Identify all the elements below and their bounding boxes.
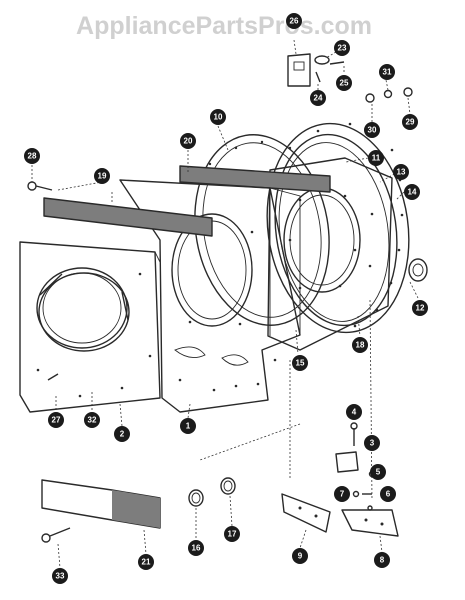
callout-9[interactable]: 9 bbox=[292, 548, 308, 564]
watermark-text: AppliancePartsPros.com bbox=[76, 12, 372, 40]
callout-23[interactable]: 23 bbox=[334, 40, 350, 56]
callout-33[interactable]: 33 bbox=[52, 568, 68, 584]
part-32-door-ring bbox=[38, 272, 130, 352]
part-28-screw bbox=[27, 181, 53, 191]
svg-text:32: 32 bbox=[88, 416, 97, 425]
svg-text:21: 21 bbox=[142, 558, 151, 567]
callout-5[interactable]: 5 bbox=[370, 464, 386, 480]
callout-20[interactable]: 20 bbox=[180, 133, 196, 149]
svg-text:24: 24 bbox=[314, 94, 323, 103]
part-1-front-panel bbox=[119, 179, 301, 413]
callout-19[interactable]: 19 bbox=[94, 168, 110, 184]
svg-text:18: 18 bbox=[356, 341, 365, 350]
callout-2[interactable]: 2 bbox=[114, 426, 130, 442]
part-3-bracket bbox=[335, 451, 359, 473]
callouts: 26 23 25 24 31 30 29 10 20 11 13 14 28 1… bbox=[24, 13, 428, 584]
svg-text:26: 26 bbox=[290, 17, 299, 26]
callout-29[interactable]: 29 bbox=[402, 114, 418, 130]
callout-4[interactable]: 4 bbox=[346, 404, 362, 420]
callout-3[interactable]: 3 bbox=[364, 435, 380, 451]
callout-13[interactable]: 13 bbox=[393, 164, 409, 180]
svg-text:10: 10 bbox=[214, 113, 223, 122]
callout-7[interactable]: 7 bbox=[334, 486, 350, 502]
callout-30[interactable]: 30 bbox=[364, 122, 380, 138]
callout-12[interactable]: 12 bbox=[412, 300, 428, 316]
callout-25[interactable]: 25 bbox=[336, 75, 352, 91]
part-26-bracket bbox=[287, 53, 345, 87]
callout-21[interactable]: 21 bbox=[138, 554, 154, 570]
svg-text:9: 9 bbox=[298, 552, 303, 561]
svg-text:14: 14 bbox=[408, 188, 417, 197]
callout-27[interactable]: 27 bbox=[48, 412, 64, 428]
svg-text:15: 15 bbox=[296, 359, 305, 368]
callout-28[interactable]: 28 bbox=[24, 148, 40, 164]
part-10-bulkhead-ring bbox=[194, 134, 330, 326]
part-17-bushing bbox=[220, 477, 236, 495]
callout-16[interactable]: 16 bbox=[188, 540, 204, 556]
part-21-foam-block bbox=[41, 479, 161, 529]
svg-text:31: 31 bbox=[383, 68, 392, 77]
part-16-bushing bbox=[188, 489, 204, 507]
svg-text:30: 30 bbox=[368, 126, 377, 135]
svg-text:27: 27 bbox=[52, 416, 61, 425]
svg-text:13: 13 bbox=[397, 168, 406, 177]
callout-31[interactable]: 31 bbox=[379, 64, 395, 80]
part-2-outer-panel bbox=[19, 241, 161, 413]
svg-text:5: 5 bbox=[376, 468, 381, 477]
svg-text:4: 4 bbox=[352, 408, 357, 417]
callout-8[interactable]: 8 bbox=[374, 552, 390, 568]
callout-6[interactable]: 6 bbox=[380, 486, 396, 502]
svg-text:1: 1 bbox=[186, 422, 191, 431]
callout-17[interactable]: 17 bbox=[224, 526, 240, 542]
svg-text:28: 28 bbox=[28, 152, 37, 161]
svg-text:33: 33 bbox=[56, 572, 65, 581]
callout-26[interactable]: 26 bbox=[286, 13, 302, 29]
callout-11[interactable]: 11 bbox=[368, 150, 384, 166]
part-5-6-7-hardware bbox=[352, 470, 376, 511]
svg-text:2: 2 bbox=[120, 430, 125, 439]
part-30-31-29-fasteners bbox=[365, 87, 413, 103]
part-14-rear-ring bbox=[266, 122, 410, 334]
svg-text:7: 7 bbox=[340, 490, 345, 499]
svg-text:20: 20 bbox=[184, 137, 193, 146]
svg-text:11: 11 bbox=[372, 154, 381, 163]
part-9-hinge-bracket bbox=[281, 493, 331, 533]
part-33-screw bbox=[41, 527, 71, 543]
callout-14[interactable]: 14 bbox=[404, 184, 420, 200]
callout-18[interactable]: 18 bbox=[352, 337, 368, 353]
part-19-foam-bar bbox=[43, 197, 213, 237]
part-8-hinge-bracket bbox=[341, 509, 399, 537]
svg-text:29: 29 bbox=[406, 118, 415, 127]
part-20-foam-strip bbox=[179, 165, 331, 193]
svg-text:3: 3 bbox=[370, 439, 375, 448]
svg-text:12: 12 bbox=[416, 304, 425, 313]
callout-24[interactable]: 24 bbox=[310, 90, 326, 106]
callout-10[interactable]: 10 bbox=[210, 109, 226, 125]
leader-lines bbox=[31, 39, 419, 569]
svg-text:19: 19 bbox=[98, 172, 107, 181]
part-4-screw bbox=[350, 422, 358, 446]
part-27-screw bbox=[47, 373, 59, 381]
callout-15[interactable]: 15 bbox=[292, 355, 308, 371]
svg-text:16: 16 bbox=[192, 544, 201, 553]
svg-text:8: 8 bbox=[380, 556, 385, 565]
callout-1[interactable]: 1 bbox=[180, 418, 196, 434]
svg-text:23: 23 bbox=[338, 44, 347, 53]
part-12-knob bbox=[408, 258, 428, 282]
svg-text:17: 17 bbox=[228, 530, 237, 539]
svg-text:25: 25 bbox=[340, 79, 349, 88]
svg-text:6: 6 bbox=[386, 490, 391, 499]
callout-32[interactable]: 32 bbox=[84, 412, 100, 428]
